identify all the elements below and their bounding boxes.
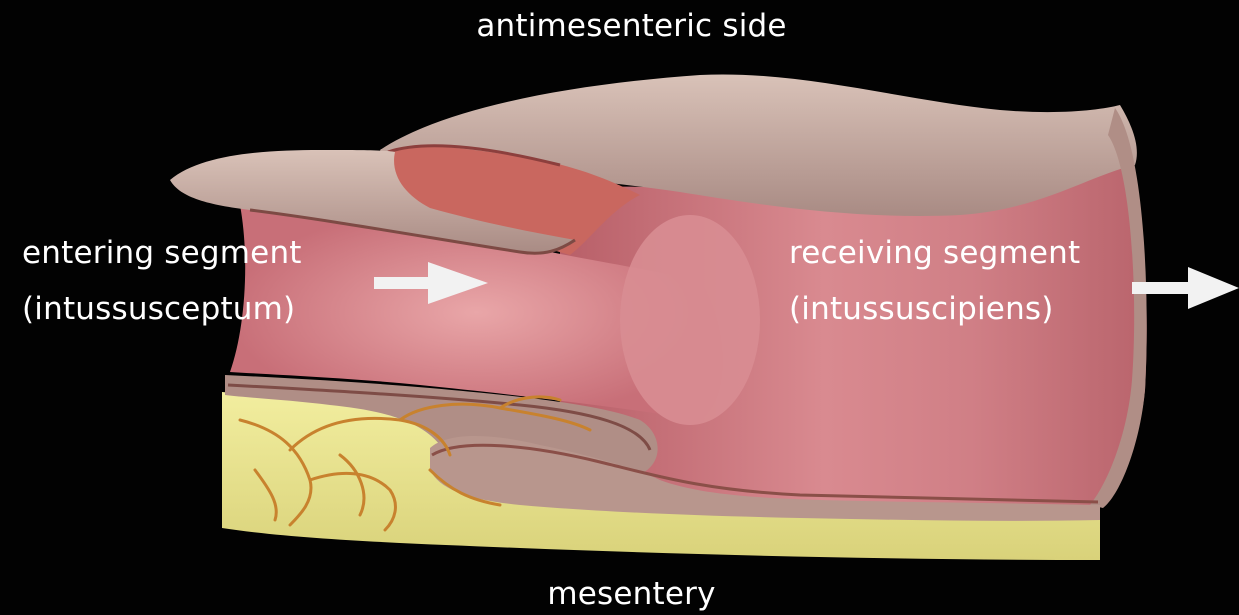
mesentery-label: mesentery (0, 574, 1239, 614)
antimesenteric-side-label: antimesenteric side (0, 6, 1239, 46)
entering-segment-label: entering segment (22, 233, 302, 273)
intussusceptum-apex (620, 215, 760, 425)
receiving-segment-label: receiving segment (789, 233, 1080, 273)
exit-arrow (1132, 267, 1239, 309)
intussusceptum-label: (intussusceptum) (22, 289, 295, 329)
intussuscipiens-label: (intussuscipiens) (789, 289, 1054, 329)
